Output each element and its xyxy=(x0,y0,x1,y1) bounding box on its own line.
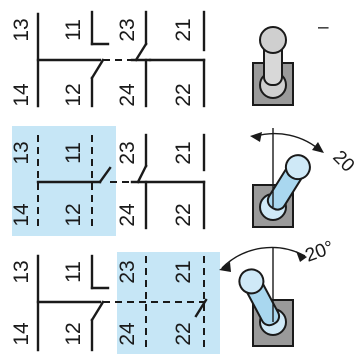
terminal-21-label: 21 xyxy=(172,18,195,41)
terminal-11-label: 11 xyxy=(62,142,85,164)
terminal-24-label: 24 xyxy=(116,203,139,227)
terminal-14-label: 14 xyxy=(10,83,33,107)
contact-symbols xyxy=(36,254,208,352)
terminal-12-label: 12 xyxy=(62,203,85,226)
terminal-11-label: 11 xyxy=(62,19,85,41)
row-rest-position: 13 11 23 21 14 12 24 22 xyxy=(10,10,329,108)
angle-label-left: 20 xyxy=(328,147,357,177)
terminal-13-label: 13 xyxy=(10,141,33,164)
lever-switch-upright-icon xyxy=(252,26,294,106)
row-tilted-right: 13 11 23 21 14 12 24 22 xyxy=(10,237,337,354)
angle-label-rest: – xyxy=(318,17,329,38)
terminal-13-label: 13 xyxy=(10,18,33,41)
terminal-12-label: 12 xyxy=(62,83,85,106)
terminal-23-label: 23 xyxy=(116,141,139,164)
terminal-23-label: 23 xyxy=(116,18,139,41)
terminal-11-label: 11 xyxy=(62,261,85,283)
terminal-23-label: 23 xyxy=(116,260,139,283)
contact-symbols xyxy=(36,10,206,108)
terminal-14-label: 14 xyxy=(10,203,33,227)
terminal-21-label: 21 xyxy=(172,141,195,164)
terminal-13-label: 13 xyxy=(10,260,33,283)
contact-symbols xyxy=(36,133,206,230)
rotation-angle-arc-icon xyxy=(250,128,324,207)
terminal-22-label: 22 xyxy=(172,83,195,106)
terminal-21-label: 21 xyxy=(172,260,195,283)
terminal-24-label: 24 xyxy=(116,322,139,346)
angle-label-right: 20° xyxy=(303,237,337,267)
terminal-14-label: 14 xyxy=(10,322,33,346)
rotation-angle-arc-icon xyxy=(219,246,307,322)
terminal-12-label: 12 xyxy=(62,322,85,345)
terminal-24-label: 24 xyxy=(116,83,139,107)
terminal-22-label: 22 xyxy=(172,203,195,226)
row-tilted-left: 13 11 23 21 14 12 24 22 xyxy=(10,126,357,236)
terminal-22-label: 22 xyxy=(172,322,195,345)
lever-switch-tilted-left-icon xyxy=(252,154,311,228)
lever-switch-tilted-right-icon xyxy=(238,268,294,347)
